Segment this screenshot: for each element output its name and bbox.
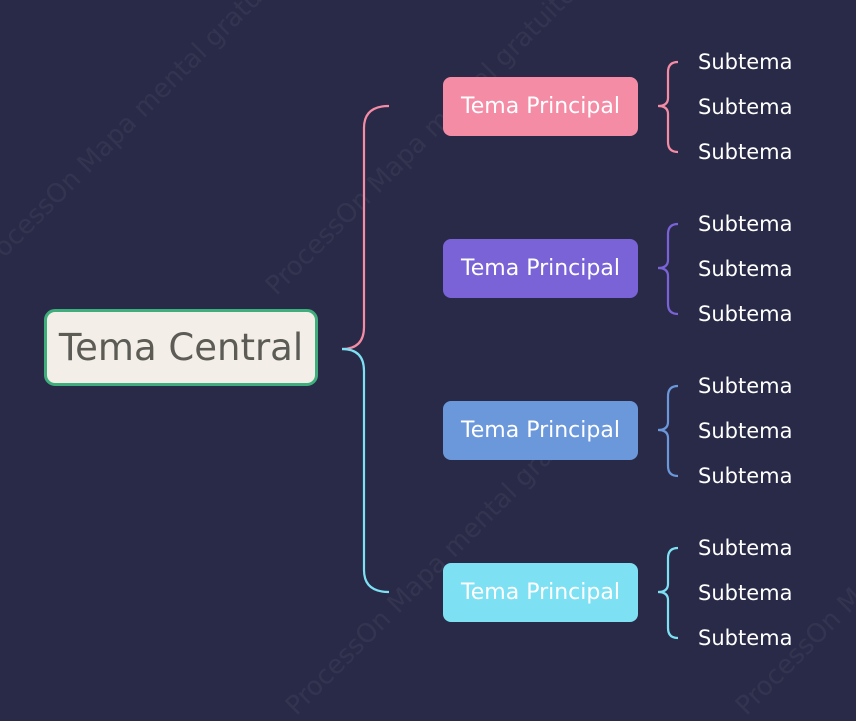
main-topic-4[interactable]: Tema Principal [443,563,638,622]
subtopic[interactable]: Subtema [698,374,793,398]
main-topic-3[interactable]: Tema Principal [443,401,638,460]
connector-central-lower [341,347,390,594]
connector-branch-2 [657,222,679,316]
subtopic[interactable]: Subtema [698,464,793,488]
connector-branch-4 [657,546,679,640]
subtopic[interactable]: Subtema [698,257,793,281]
subtopic[interactable]: Subtema [698,419,793,443]
subtopic[interactable]: Subtema [698,140,793,164]
subtopic[interactable]: Subtema [698,212,793,236]
subtopic[interactable]: Subtema [698,581,793,605]
connector-central-upper [341,104,390,351]
central-topic[interactable]: Tema Central [44,309,318,386]
subtopic[interactable]: Subtema [698,50,793,74]
main-topic-1[interactable]: Tema Principal [443,77,638,136]
connector-branch-3 [657,384,679,478]
main-topic-2[interactable]: Tema Principal [443,239,638,298]
subtopic[interactable]: Subtema [698,95,793,119]
connector-branch-1 [657,60,679,154]
subtopic[interactable]: Subtema [698,302,793,326]
subtopic[interactable]: Subtema [698,626,793,650]
subtopic[interactable]: Subtema [698,536,793,560]
